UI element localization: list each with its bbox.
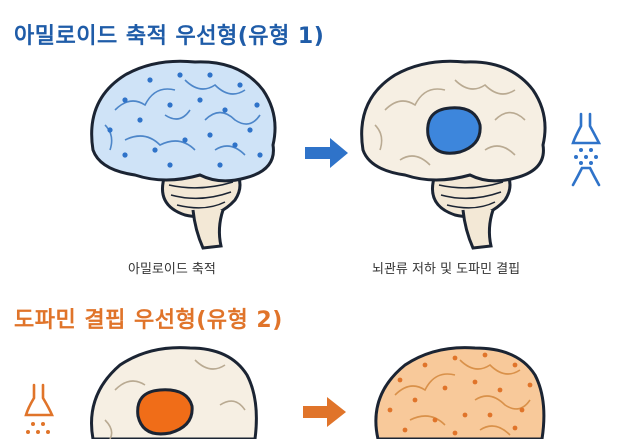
synapse-icon [571, 112, 602, 187]
section-title-type1: 아밀로이드 축적 우선형(유형 1) [14, 24, 325, 49]
right-arrow-icon [305, 138, 348, 168]
right-arrow-icon-orange [303, 397, 346, 427]
caption-hypoperfusion-dopamine: 뇌관류 저하 및 도파민 결핍 [372, 262, 521, 277]
brain-icon-dopamine [90, 346, 258, 439]
section-title-type2: 도파민 결핍 우선형(유형 2) [14, 308, 283, 333]
caption-amyloid-accumulation: 아밀로이드 축적 [128, 262, 216, 277]
synapse-icon-orange [24, 383, 54, 434]
brain-icon-hypoperfusion [360, 59, 547, 250]
brain-icon-amyloid [90, 59, 277, 250]
brain-icon-amyloid-orange [374, 346, 546, 439]
